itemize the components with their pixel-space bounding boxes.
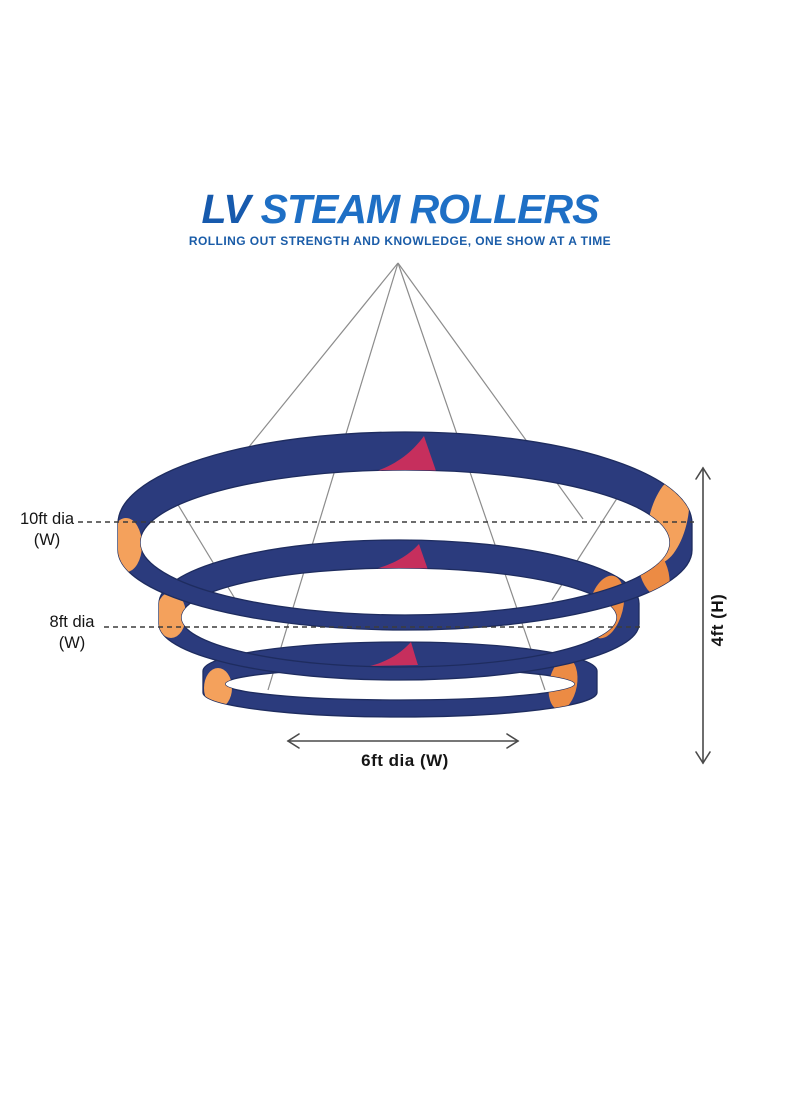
red-swoosh-graphic (374, 436, 436, 472)
brand-title-main: STEAM ROLLERS (260, 186, 600, 232)
red-swoosh-graphic (372, 544, 428, 570)
label-8ft-line1: 8ft dia (49, 613, 95, 631)
dimension-arrows (286, 466, 711, 765)
orange-accent-patch (118, 518, 142, 572)
label-6ft-diameter: 6ft dia (W) (361, 751, 449, 770)
red-swoosh-graphic (370, 642, 418, 666)
brand-title-prefix: LV (201, 186, 251, 232)
orange-accent-patch (204, 668, 232, 708)
suspension-cable (226, 262, 399, 475)
label-8ft-diameter: 8ft dia (W) (30, 612, 114, 654)
label-10ft-line2: (W) (33, 531, 61, 549)
brand-tagline: ROLLING OUT STRENGTH AND KNOWLEDGE, ONE … (188, 234, 612, 249)
label-4ft-height: 4ft (H) (708, 593, 727, 647)
label-10ft-diameter: 10ft dia (W) (6, 509, 88, 551)
width-arrow-6ft (286, 733, 520, 749)
label-10ft-line1: 10ft dia (19, 510, 75, 528)
leader-lines (78, 521, 694, 628)
ring-top (117, 431, 693, 631)
label-8ft-line2: (W) (58, 634, 86, 652)
height-arrow-4ft (695, 466, 711, 765)
